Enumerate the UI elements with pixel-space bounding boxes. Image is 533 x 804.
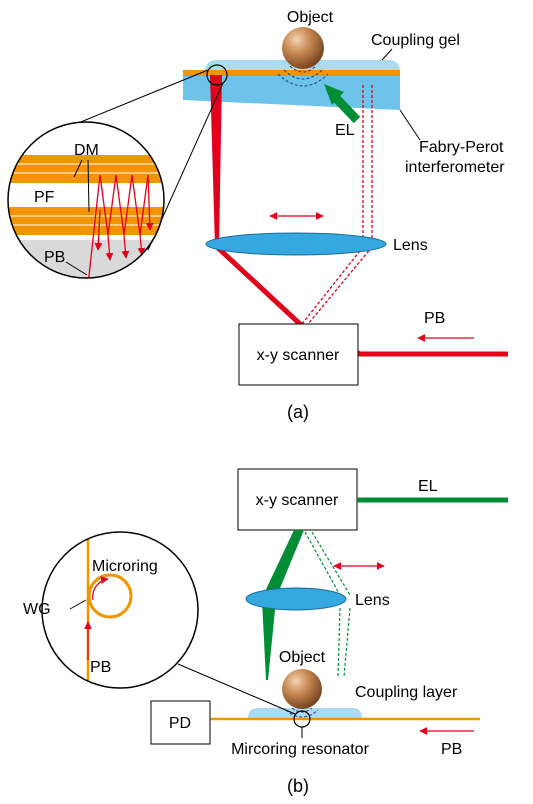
coupling-gel-pointer [381,48,393,61]
fabry-perot-pointer [399,109,421,141]
wg-pointer [69,599,87,610]
inset-label-dm: DM [74,142,99,159]
panel-a: Object Coupling gel EL Fabry-Perot inter… [7,9,508,422]
xy-scanner-box-b [237,468,358,531]
fabry-perot-interferometer [183,76,400,110]
inset-label-pb: PB [44,249,65,266]
acoustic-waves [277,65,329,87]
excitation-beam-path [262,530,304,680]
probe-beam-scanned [301,85,373,325]
inset-circle-a [7,121,165,279]
label-coupling-gel: Coupling gel [371,32,460,49]
label-resonator: Mircoring resonator [231,741,370,758]
label-fabry-perot: Fabry-Perot [419,139,504,156]
excitation-light-arrowhead [324,84,344,105]
caption-b: (b) [287,776,309,796]
dm-pointer-2 [87,159,90,213]
pb-pointer-a [65,261,88,276]
object-sphere-b [282,669,322,709]
lens-b [245,587,347,611]
coupling-layer [248,708,362,718]
label-el-b: EL [418,478,438,495]
inset-microring [42,532,198,688]
acoustic-waves-b [285,707,319,718]
xy-scanner-box [238,323,359,386]
excitation-light-arrow [330,92,361,124]
label-scanner-b: x-y scanner [256,492,339,509]
label-el: EL [335,122,355,139]
zoom-line-b [177,663,296,715]
inset-circle-b [41,531,199,689]
label-coupling-layer: Coupling layer [355,684,458,701]
inset-label-wg: WG [23,601,51,618]
mirror-layer [183,70,400,76]
label-pd: PD [169,715,191,732]
label-object: Object [287,9,334,26]
inset-label-pf: PF [34,189,55,206]
lens [205,232,387,256]
label-pb-b: PB [441,741,462,758]
inset-label-pb-b: PB [90,659,111,676]
label-interferometer: interferometer [405,159,505,176]
excitation-beam-scanned [304,531,351,678]
inset-label-microring: Microring [92,558,158,575]
label-lens-b: Lens [355,592,390,609]
object-sphere [282,27,324,69]
label-scanner: x-y scanner [257,347,340,364]
caption-a: (a) [287,402,309,422]
dm-pointer-1 [73,159,83,178]
photodetector-box [150,700,211,745]
label-lens: Lens [393,237,428,254]
label-pb: PB [424,310,445,327]
label-object-b: Object [279,649,326,666]
panel-b: x-y scanner EL Lens Object Coupling laye… [23,468,508,796]
zoom-marker [206,64,228,86]
